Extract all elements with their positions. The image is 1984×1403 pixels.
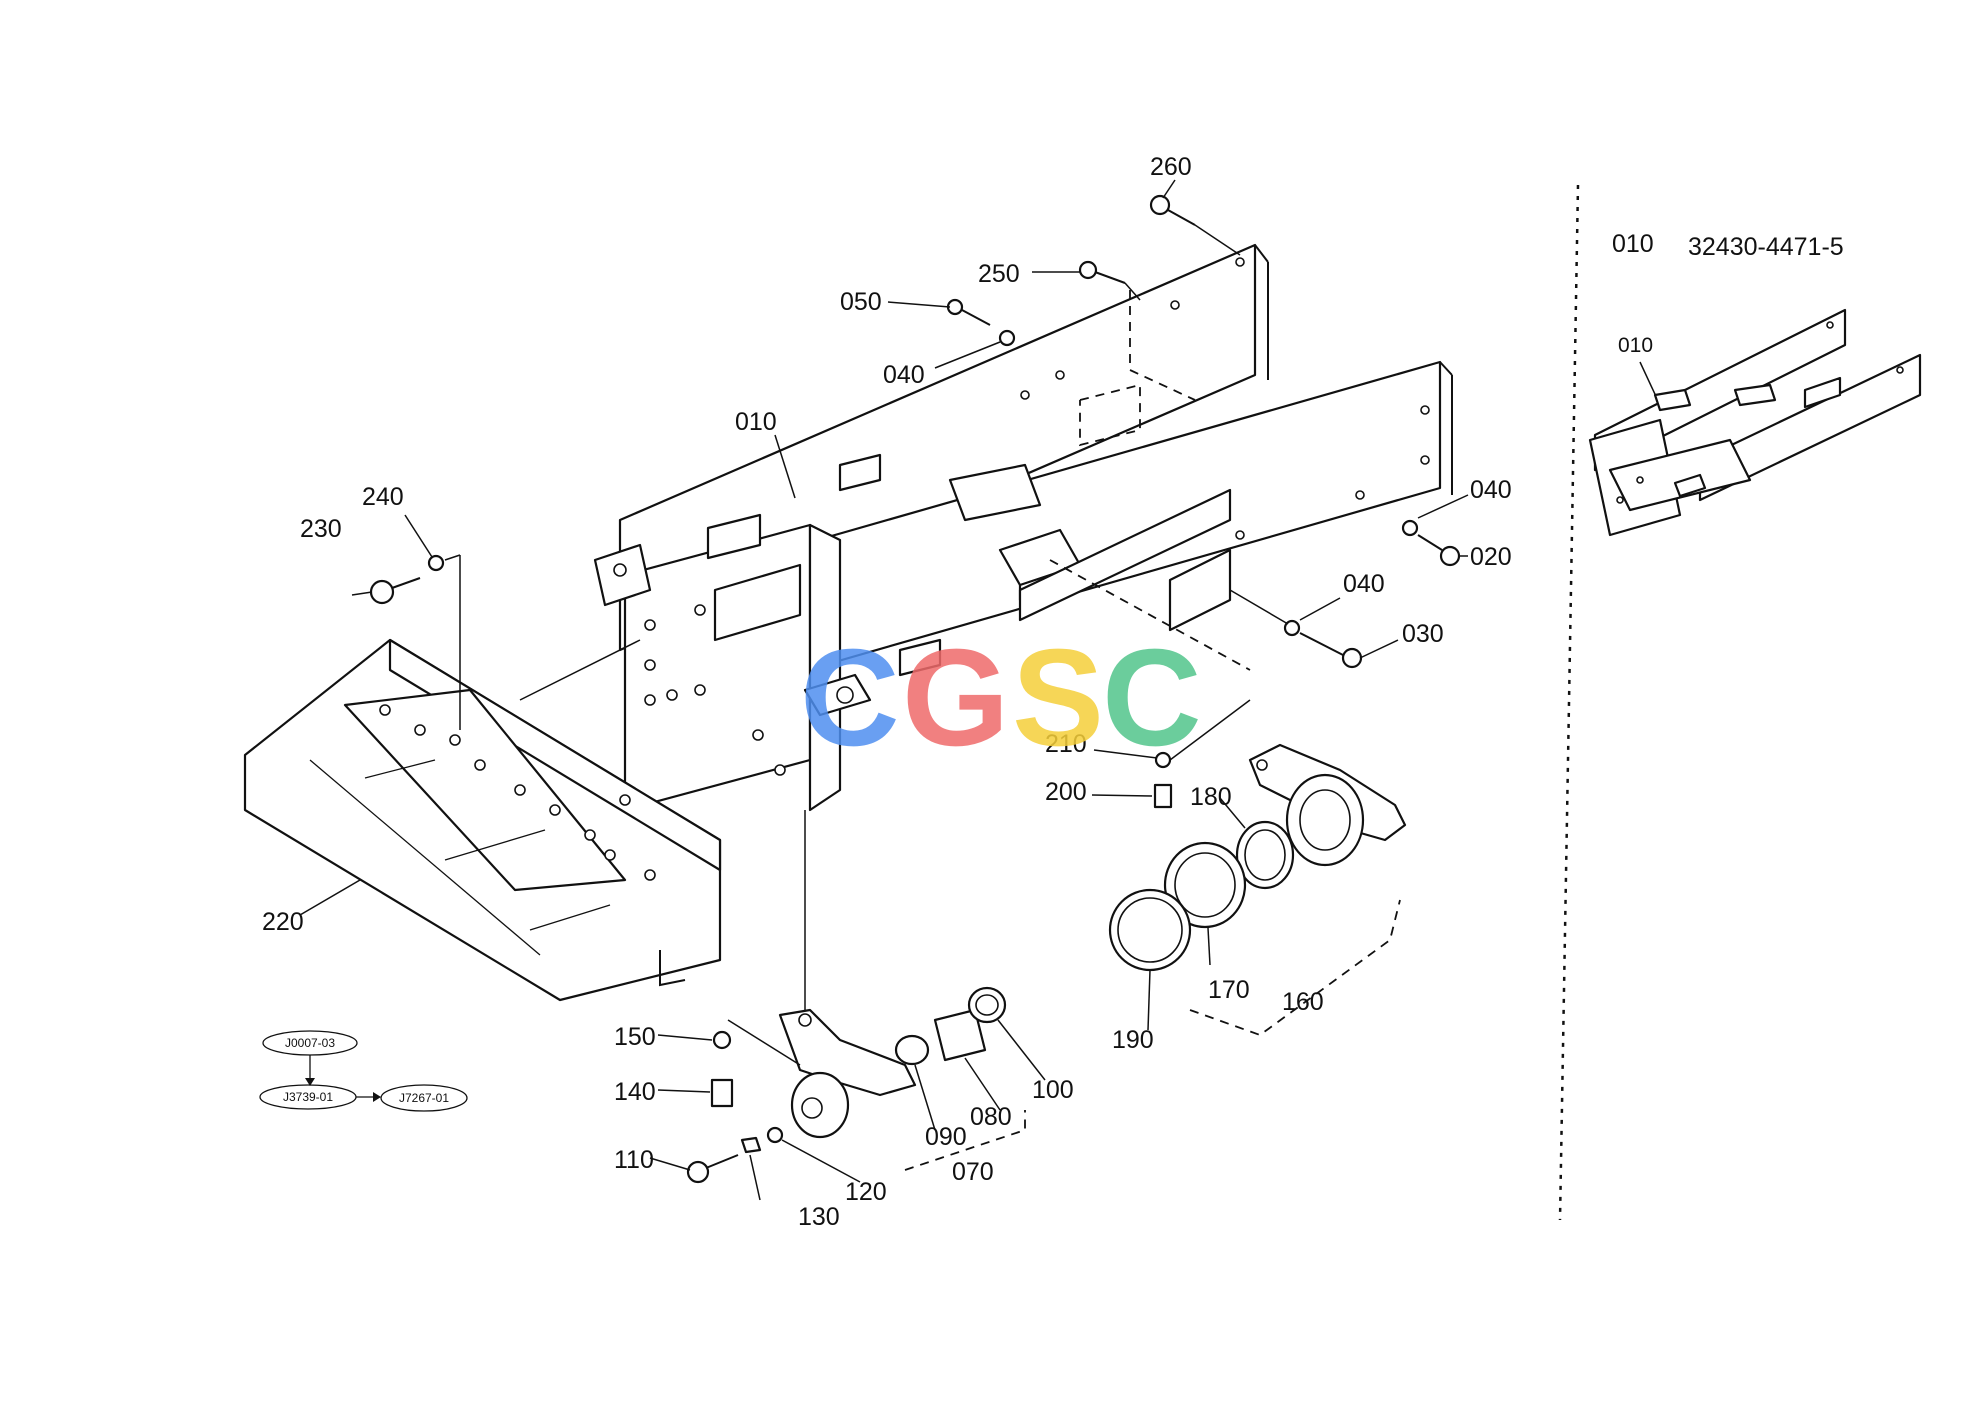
callout-200: 200 <box>1045 778 1087 806</box>
bolt-250-head <box>1078 260 1098 280</box>
washer-120 <box>766 1126 784 1144</box>
callout-240: 240 <box>362 483 404 511</box>
top-bracket-2 <box>706 513 762 560</box>
callout-170: 170 <box>1208 976 1250 1004</box>
top-bracket-1 <box>838 453 882 492</box>
front-end-side <box>808 523 842 812</box>
callout-160: 160 <box>1282 988 1324 1016</box>
step-plate-220 <box>243 555 722 1002</box>
callout-100: 100 <box>1032 1076 1074 1104</box>
step-mount-plate <box>343 688 627 892</box>
callout-070: 070 <box>952 1158 994 1186</box>
ref-top-text: J0007-03 <box>285 1036 335 1050</box>
rear-bracket-160 <box>1108 699 1407 1037</box>
callout-190: 190 <box>1112 1026 1154 1054</box>
callout-090: 090 <box>925 1123 967 1151</box>
washer-210 <box>1154 751 1172 769</box>
callout-040-lower: 040 <box>1343 570 1385 598</box>
bolt-020-head <box>1439 545 1461 567</box>
callout-260: 260 <box>1150 153 1192 181</box>
bolt-200 <box>1153 783 1173 809</box>
inset-separator <box>1558 184 1580 1221</box>
bushing-080 <box>933 1008 987 1062</box>
ref-bubble-bottom-right <box>380 1084 468 1112</box>
callout-130: 130 <box>798 1203 840 1231</box>
top-bracket-3 <box>898 638 942 677</box>
callout-110: 110 <box>614 1146 654 1174</box>
reference-bubbles: J0007-03 J3739-01 J7267-01 <box>259 1030 468 1112</box>
bolt-260-head <box>1149 194 1171 216</box>
callout-140: 140 <box>614 1078 656 1106</box>
watermark-letter-g: G <box>902 621 1009 775</box>
inset-frame-thumbnail <box>1588 308 1922 537</box>
callout-010: 010 <box>735 408 777 436</box>
washer-240 <box>427 554 445 572</box>
watermark-letter-c1: C <box>800 621 900 775</box>
callout-180: 180 <box>1190 783 1232 811</box>
callout-030: 030 <box>1402 620 1444 648</box>
crossmember <box>948 463 1042 522</box>
mount-bracket <box>713 563 802 642</box>
callout-210: 210 <box>1045 730 1087 758</box>
callout-labels: 260 250 050 040 010 040 020 040 030 240 … <box>262 153 1512 1231</box>
washer-150 <box>712 1030 732 1050</box>
bolt-230-head <box>369 579 395 605</box>
callout-050: 050 <box>840 288 882 316</box>
fasteners <box>369 194 1461 1184</box>
callout-220: 220 <box>262 908 304 936</box>
callout-020: 020 <box>1470 543 1512 571</box>
callout-040-top: 040 <box>883 361 925 389</box>
callout-230: 230 <box>300 515 342 543</box>
side-plate-lower <box>1168 548 1232 632</box>
ref-bottom-right-text: J7267-01 <box>399 1091 449 1105</box>
frame-assembly <box>593 243 1453 812</box>
axle-support-070 <box>727 810 1026 1171</box>
watermark-letter-c2: C <box>1102 621 1202 775</box>
washer-040-top <box>998 329 1016 347</box>
leader-lines <box>299 179 1469 1201</box>
washer-040-lower <box>1283 619 1301 637</box>
bolt-140 <box>710 1078 734 1108</box>
inset-callout-010: 010 <box>1618 334 1653 357</box>
cgsc-watermark: C G S C <box>800 621 1202 775</box>
inset-panel: 010 32430-4471-5 010 <box>1558 184 1922 1221</box>
ref-bottom-left-text: J3739-01 <box>283 1090 333 1104</box>
inset-part-no: 010 <box>1612 230 1654 258</box>
bolt-050-head <box>946 298 964 316</box>
inset-part-code: 32430-4471-5 <box>1688 233 1844 261</box>
callout-150: 150 <box>614 1023 656 1051</box>
watermark-letter-s: S <box>1012 621 1104 775</box>
callout-040-right: 040 <box>1470 476 1512 504</box>
bolt-110-head <box>686 1160 710 1184</box>
washer-040-right <box>1401 519 1419 537</box>
bolt-030-head <box>1341 647 1363 669</box>
callout-250: 250 <box>978 260 1020 288</box>
nut-130 <box>740 1136 762 1154</box>
side-plate-upper <box>1018 488 1232 622</box>
washer-090 <box>894 1034 930 1066</box>
callout-120: 120 <box>845 1178 887 1206</box>
callout-080: 080 <box>970 1103 1012 1131</box>
